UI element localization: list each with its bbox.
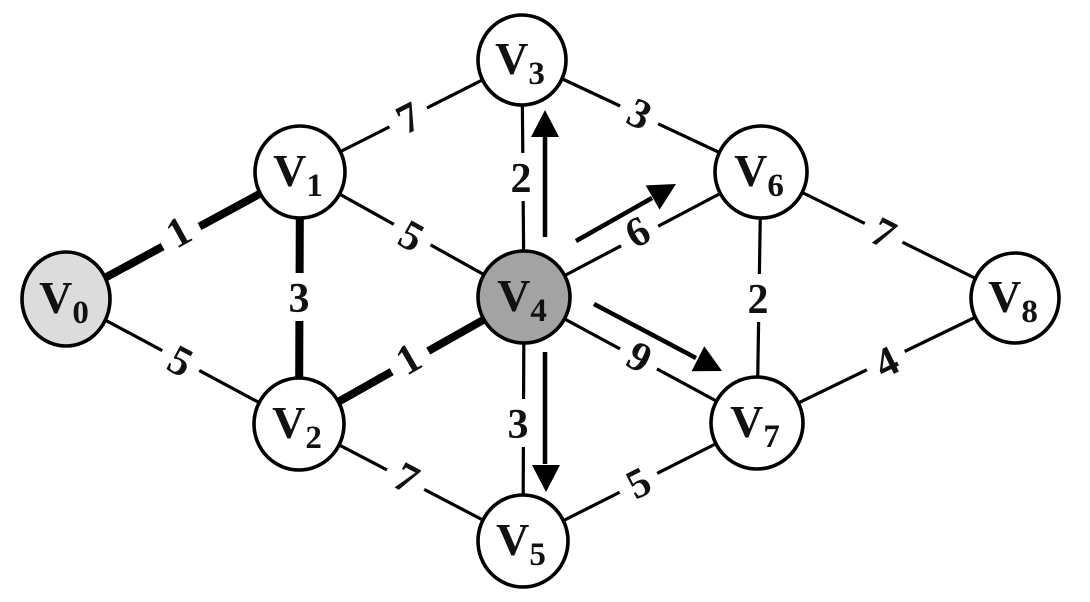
arrow-shaft-v4-v6 [574,196,654,243]
edge-weight-gap-v0-v1 [147,199,209,263]
edge-weight-group-v2-v4: 1 [377,326,439,390]
node-v5: V5 [476,493,570,589]
node-label-base-v2: V [272,397,305,448]
edge-weight-gap-v6-v7 [737,274,779,322]
arrow-head-v4-v3 [531,110,559,137]
edge-weight-gap-v3-v6 [610,82,670,144]
arrow-v4-v3 [531,110,559,237]
node-v2: V2 [252,376,346,472]
edge-weight-gap-v3-v4 [500,153,542,201]
arrow-v4-v5 [532,352,560,492]
arrow-shaft-v4-v7 [592,302,698,360]
edge-weight-gap-v1-v4 [381,203,443,267]
edge-weight-gap-v4-v7 [610,324,670,388]
node-label-sub-v5: 5 [529,537,546,573]
edge-weight-v4-v5: 3 [508,402,529,448]
node-label-sub-v6: 6 [767,168,784,204]
edge-weight-v1-v2: 3 [289,276,310,322]
node-label-v1: V1 [273,145,323,204]
node-label-sub-v7: 7 [763,419,780,455]
edge-weight-gap-v1-v2 [278,273,320,321]
edge-weight-gap-v1-v3 [378,86,438,148]
node-circle-v7 [709,375,805,471]
node-circle-v8 [969,251,1061,345]
node-label-v4: V4 [497,270,547,329]
node-label-sub-v0: 0 [72,295,89,331]
node-circle-v4 [476,249,572,345]
node-v7: V7 [709,375,805,471]
node-circle-v5 [476,493,570,589]
edge-weight-gap-v2-v4 [377,326,439,390]
node-label-base-v8: V [988,271,1021,322]
edge-weight-group-v6-v8: 7 [854,201,914,263]
node-label-v5: V5 [496,514,546,573]
edge-weight-gap-v7-v8 [856,330,916,392]
node-label-v2: V2 [272,397,322,456]
arrow-head-v4-v7 [691,346,722,372]
node-label-v3: V3 [495,33,545,92]
node-label-base-v7: V [730,396,763,447]
node-label-sub-v4: 4 [530,293,547,329]
edge-weight-gap-v0-v2 [151,328,211,392]
edge-weights-layer: 1 5 3 7 5 1 7 2 3 3 6 9 5 2 7 4 [147,82,916,513]
edge-weight-group-v7-v8: 4 [856,330,916,392]
node-label-v0: V0 [39,272,89,331]
edge-weight-gap-v2-v5 [377,445,437,509]
edge-weight-group-v4-v5: 3 [497,399,539,448]
node-v0: V0 [20,250,112,348]
node-v4: V4 [476,249,572,345]
edge-weight-group-v4-v7: 9 [610,324,670,388]
node-v8: V8 [969,251,1061,345]
node-label-sub-v2: 2 [305,420,322,456]
arrow-v4-v7 [592,302,722,372]
edge-weight-group-v1-v2: 3 [278,273,320,322]
node-label-base-v4: V [497,270,530,321]
node-label-sub-v1: 1 [306,168,323,204]
arrow-head-v4-v5 [532,465,560,492]
edge-weight-gap-v6-v8 [854,201,914,263]
node-circle-v6 [713,124,809,220]
edge-weight-group-v0-v1: 1 [147,199,209,263]
arrow-head-v4-v6 [645,184,676,210]
node-v1: V1 [253,124,347,220]
node-circle-v2 [252,376,346,472]
node-circle-v3 [476,13,568,107]
node-label-base-v5: V [496,514,529,565]
edge-weight-group-v6-v7: 2 [737,274,779,323]
edge-weight-group-v1-v3: 7 [378,86,438,148]
edge-weight-group-v3-v4: 2 [500,153,542,202]
node-label-base-v1: V [273,145,306,196]
edge-weight-group-v1-v4: 5 [381,203,443,267]
node-v6: V6 [713,124,809,220]
node-label-base-v6: V [734,145,767,196]
node-label-sub-v3: 3 [528,56,545,92]
arrow-v4-v6 [574,184,676,243]
edge-weight-group-v3-v6: 3 [610,82,670,144]
edge-weight-v3-v4: 2 [511,156,532,202]
node-label-base-v0: V [39,272,72,323]
node-label-v7: V7 [730,396,780,455]
edge-weight-group-v2-v5: 7 [377,445,437,509]
edge-weight-gap-v5-v7 [608,451,668,513]
edge-weight-group-v0-v2: 5 [151,328,211,392]
arrows-layer [531,110,722,492]
node-circle-v0 [20,250,112,348]
node-circle-v1 [253,124,347,220]
node-label-v6: V6 [734,145,784,204]
node-label-sub-v8: 8 [1021,294,1038,330]
node-label-v8: V8 [988,271,1038,330]
edge-weight-group-v5-v7: 5 [608,451,668,513]
edge-weight-v6-v7: 2 [748,277,769,323]
node-v3: V3 [476,13,568,107]
node-label-base-v3: V [495,33,528,84]
edge-weight-gap-v4-v5 [497,399,539,447]
